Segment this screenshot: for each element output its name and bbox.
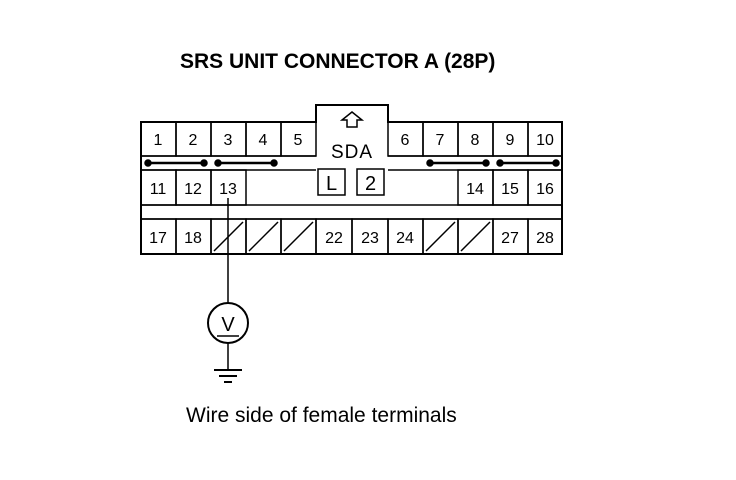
pin-label: 7: [436, 132, 445, 149]
pin-label: 22: [325, 230, 343, 247]
voltmeter-symbol: V: [221, 314, 235, 336]
up-arrow-icon: [339, 111, 365, 128]
pin-label: 18: [184, 230, 202, 247]
pin-label: 1: [154, 132, 163, 149]
ground-icon: [214, 369, 242, 383]
pin-label: 13: [219, 181, 237, 198]
pin-label: 3: [224, 132, 233, 149]
row-2-cells: [140, 169, 563, 206]
pin-labels: 1 2 3 4 5 6 7 8 9 10 11 12 13 14 15 16 1…: [149, 132, 554, 247]
pin-label: 17: [149, 230, 167, 247]
pin-label: 28: [536, 230, 554, 247]
pin-label: 2: [189, 132, 198, 149]
pin-label: 10: [536, 132, 554, 149]
shorting-bars: [144, 159, 560, 167]
pin-label: 15: [501, 181, 519, 198]
pin-label: 14: [466, 181, 484, 198]
pin-label: 6: [401, 132, 410, 149]
pin-label: 16: [536, 181, 554, 198]
code-box-2-label: 2: [365, 173, 376, 195]
row-3-cells: [140, 218, 563, 255]
pin-label: 5: [294, 132, 303, 149]
pin-label: 9: [506, 132, 515, 149]
middle-band: [141, 204, 562, 220]
pin-label: 11: [150, 181, 167, 198]
pin-label: 24: [396, 230, 414, 247]
pin-label: 8: [471, 132, 480, 149]
pin-label: 27: [501, 230, 519, 247]
pin-label: 12: [184, 181, 202, 198]
code-box-l: [317, 168, 346, 196]
code-box-2: [356, 168, 385, 196]
code-box-l-label: L: [326, 173, 337, 195]
voltmeter-icon: V: [207, 302, 249, 344]
diagram-title: SRS UNIT CONNECTOR A (28P): [180, 50, 496, 73]
housing-label: SDA: [331, 142, 373, 163]
pin-label: 4: [259, 132, 268, 149]
caption: Wire side of female terminals: [186, 404, 457, 427]
pin-label: 23: [361, 230, 379, 247]
